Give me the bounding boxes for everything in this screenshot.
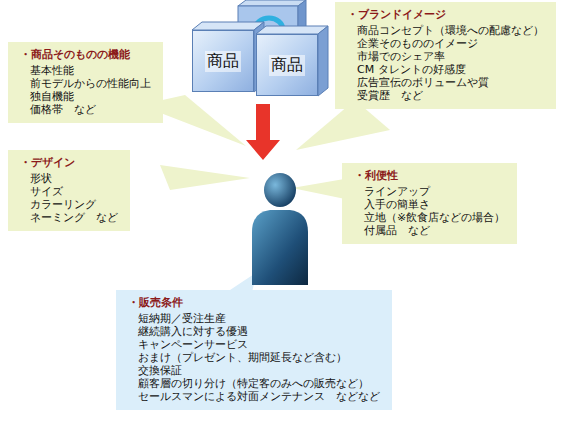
- node-heading: ・ブランドイメージ: [347, 8, 544, 21]
- node-item: 企業そのもののイメージ: [347, 37, 544, 50]
- node-item: 立地（※飲食店などの場合）: [354, 211, 505, 224]
- node-item: 継続購入に対する優遇: [128, 325, 380, 338]
- node-item: セールスマンによる対面メンテナンス などなど: [128, 390, 380, 403]
- node-heading: ・デザイン: [20, 156, 118, 169]
- convenience-callout: ・利便性ラインアップ入手の簡単さ立地（※飲食店などの場合）付属品 など: [342, 163, 517, 244]
- node-heading: ・利便性: [354, 169, 505, 182]
- node-heading: ・販売条件: [128, 296, 380, 309]
- design-callout: ・デザイン形状サイズカラーリングネーミング など: [8, 150, 130, 231]
- node-item: サイズ: [20, 185, 118, 198]
- node-item: 市場でのシェア率: [347, 50, 544, 63]
- node-item: 入手の簡単さ: [354, 198, 505, 211]
- node-item: 独自機能: [20, 90, 151, 103]
- node-item: 商品コンセプト（環境への配慮など）: [347, 24, 544, 37]
- node-heading: 商品: [205, 51, 241, 72]
- node-item: ネーミング など: [20, 211, 118, 224]
- flow-arrow: [246, 104, 280, 160]
- node-item: おまけ（プレゼント、期間延長など含む）: [128, 351, 380, 364]
- node-item: カラーリング: [20, 198, 118, 211]
- node-item: 形状: [20, 172, 118, 185]
- node-item: 交換保証: [128, 364, 380, 377]
- node-item: 基本性能: [20, 64, 151, 77]
- node-item: 価格帯 など: [20, 103, 151, 116]
- node-item: 付属品 など: [354, 224, 505, 237]
- node-item: 前モデルからの性能向上: [20, 77, 151, 90]
- feature-callout: ・商品そのものの機能基本性能前モデルからの性能向上独自機能価格帯 など: [8, 42, 163, 123]
- sales-callout: ・販売条件短納期／受注生産継続購入に対する優遇キャンペーンサービスおまけ（プレゼ…: [116, 290, 392, 410]
- node-item: ラインアップ: [354, 185, 505, 198]
- node-item: 短納期／受注生産: [128, 312, 380, 325]
- person-figure: [252, 173, 308, 285]
- node-item: CM タレントの好感度: [347, 63, 544, 76]
- node-item: キャンペーンサービス: [128, 338, 380, 351]
- node-item: 顧客層の切り分け（特定客のみへの販売など）: [128, 377, 380, 390]
- node-item: 広告宣伝のボリュームや質: [347, 76, 544, 89]
- brand-callout: ・ブランドイメージ商品コンセプト（環境への配慮など）企業そのもののイメージ市場で…: [335, 2, 556, 109]
- node-heading: ・商品そのものの機能: [20, 48, 151, 61]
- node-item: 受賞歴 など: [347, 89, 544, 102]
- cube-faces: [192, 22, 328, 96]
- node-heading: 商品: [269, 55, 305, 76]
- callout-tail: [160, 165, 250, 190]
- product-cube: 商品: [256, 34, 318, 96]
- product-cube: 商品: [192, 30, 254, 92]
